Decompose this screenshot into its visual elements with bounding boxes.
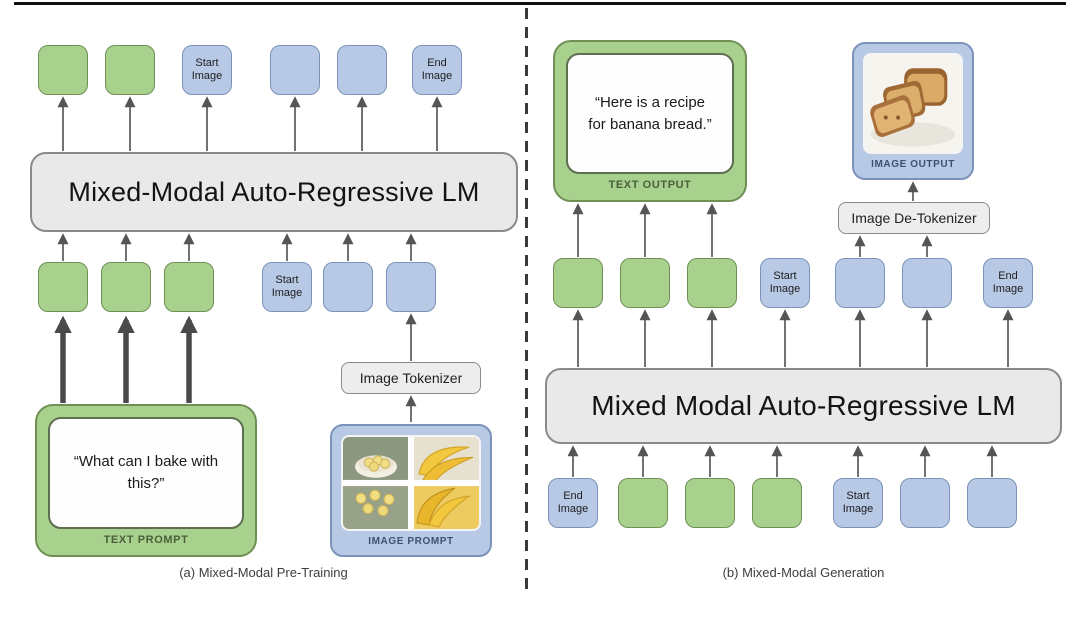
a-image-prompt-box: IMAGE PROMPT	[330, 424, 492, 557]
b-caption: (b) Mixed-Modal Generation	[722, 565, 885, 580]
b-image-detokenizer-label: Image De-Tokenizer	[851, 210, 977, 226]
b-input-token-6	[900, 478, 950, 528]
a-lm-label: Mixed-Modal Auto-Regressive LM	[68, 176, 480, 207]
bread-slice	[870, 95, 915, 137]
b-input-token-start-image: Start Image	[833, 478, 883, 528]
b-output-token-5	[835, 258, 885, 308]
token-label: End Image	[421, 57, 453, 82]
a-input-token-start-image: Start Image	[262, 262, 312, 312]
thick-arrows	[54, 315, 198, 403]
a-image-tokenizer-box: Image Tokenizer	[341, 362, 481, 394]
b-image-detokenizer-box: Image De-Tokenizer	[838, 202, 990, 234]
b-lm-box: Mixed Modal Auto-Regressive LM	[545, 368, 1062, 444]
b-image-output-frame	[863, 53, 963, 154]
a-input-token-5	[323, 262, 373, 312]
panel-divider	[525, 8, 528, 592]
a-text-prompt-label: TEXT PROMPT	[103, 533, 189, 546]
a-input-token-1	[38, 262, 88, 312]
b-output-token-1	[553, 258, 603, 308]
b-input-token-3	[685, 478, 735, 528]
a-output-token-4	[270, 45, 320, 95]
b-output-token-2	[620, 258, 670, 308]
token-label: End Image	[992, 270, 1024, 295]
a-output-token-end-image: End Image	[412, 45, 462, 95]
b-input-token-2	[618, 478, 668, 528]
a-output-token-5	[337, 45, 387, 95]
b-text-output-box: “Here is a recipe for banana bread.” TEX…	[553, 40, 747, 202]
a-output-token-2	[105, 45, 155, 95]
a-text-prompt-text: “What can I bake with this?”	[73, 453, 219, 492]
a-image-prompt-frame	[341, 435, 481, 531]
b-output-token-3	[687, 258, 737, 308]
b-output-token-6	[902, 258, 952, 308]
a-text-prompt-box: “What can I bake with this?” TEXT PROMPT	[35, 404, 257, 557]
a-text-prompt-bubble: “What can I bake with this?”	[48, 417, 244, 529]
a-output-token-1	[38, 45, 88, 95]
a-image-prompt-label: IMAGE PROMPT	[368, 536, 454, 547]
banana-photo	[343, 437, 479, 529]
b-text-output-label: TEXT OUTPUT	[608, 178, 692, 191]
token-label: Start Image	[271, 274, 303, 299]
a-image-tokenizer-label: Image Tokenizer	[359, 370, 463, 386]
banana-bread-photo	[865, 55, 961, 152]
b-text-output-text: “Here is a recipe for banana bread.”	[588, 93, 712, 133]
b-output-token-start-image: Start Image	[760, 258, 810, 308]
b-input-token-end-image: End Image	[548, 478, 598, 528]
b-image-output-label: IMAGE OUTPUT	[871, 159, 955, 170]
a-caption: (a) Mixed-Modal Pre-Training	[179, 565, 348, 580]
b-output-token-end-image: End Image	[983, 258, 1033, 308]
token-label: Start Image	[769, 270, 801, 295]
a-output-token-start-image: Start Image	[182, 45, 232, 95]
token-label: Start Image	[191, 57, 223, 82]
token-label: Start Image	[842, 490, 874, 515]
b-input-token-4	[752, 478, 802, 528]
b-input-token-7	[967, 478, 1017, 528]
a-lm-box: Mixed-Modal Auto-Regressive LM	[30, 152, 518, 232]
b-image-output-box: IMAGE OUTPUT	[852, 42, 974, 180]
a-input-token-3	[164, 262, 214, 312]
a-input-token-2	[101, 262, 151, 312]
a-input-token-6	[386, 262, 436, 312]
b-lm-label: Mixed Modal Auto-Regressive LM	[591, 390, 1016, 421]
token-label: End Image	[557, 490, 589, 515]
top-rule	[14, 2, 1066, 5]
b-text-output-bubble: “Here is a recipe for banana bread.”	[566, 53, 734, 174]
